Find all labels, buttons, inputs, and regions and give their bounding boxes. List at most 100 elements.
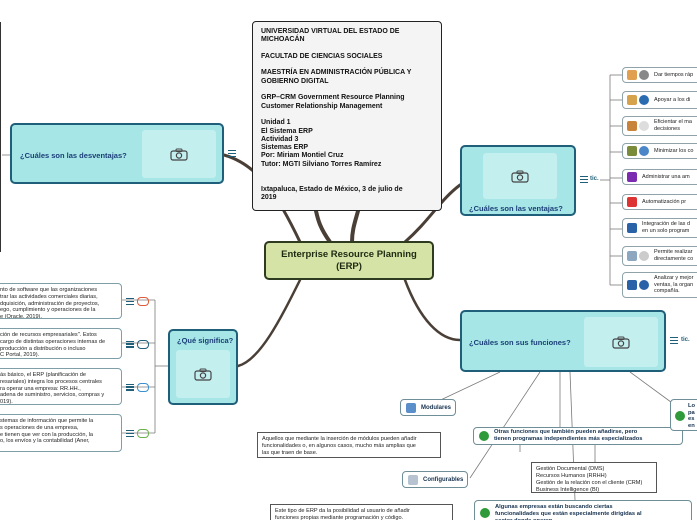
otras-funciones-list[interactable]: Gestión Documental (DMS)Recursos Humanos… [531,462,657,493]
otras-label-line: tienen programas independientes más espe… [494,436,643,442]
configurables-note-line: funciones propias mediante programación … [275,515,404,520]
info-box-line: Unidad 1 [261,119,291,127]
topic-ventajas-label: ¿Cuáles son las ventajas? [469,204,563,213]
item-icon [639,280,649,290]
significa-item-icon [137,382,149,392]
topic-desventajas[interactable]: ¿Cuáles son las desventajas? [10,123,224,184]
info-box-line: MICHOACÁN [261,36,305,44]
otras-list-line: Recursos Humanos (RRHH) [536,473,607,479]
right-cut-line: en [688,422,695,429]
otras-list-line: Gestión de la relación con el cliente (C… [536,480,643,486]
info-box-line [261,111,433,119]
otras-list-line: Gestión Documental (DMS) [536,466,605,472]
image-placeholder[interactable] [176,350,230,398]
central-topic[interactable]: Enterprise Resource Planning (ERP) [264,241,434,280]
image-placeholder[interactable] [483,153,557,199]
ventaja-item-line: directamente co [654,256,694,262]
funciones-menu-icon[interactable] [670,337,678,346]
item-icon [639,95,649,105]
otras-funciones-label: Otras funciones que también pueden añadi… [494,429,643,443]
significa-item-menu-icon[interactable] [126,340,134,350]
configurables-note-line: Este tipo de ERP da la posibilidad al us… [275,508,410,514]
ventajas-menu-icon[interactable] [580,176,588,185]
desventajas-menu-icon[interactable] [228,150,236,159]
significa-item-line: dquisición, administración de proyectos, [0,300,100,307]
ventaja-item-line: Automatización pr [642,198,687,205]
ventaja-item[interactable]: Minimizar los co [622,143,697,159]
significa-item-line: o, los envíos y la contabilidad (Aner, [0,438,90,445]
info-box-line: GRP–CRM Government Resource Planning [261,94,405,102]
topic-significa[interactable]: ¿Qué significa? [168,329,238,405]
topic-ventajas[interactable]: ¿Cuáles son las ventajas? [460,145,576,216]
significa-item-line: e (Oracle, 2019). [0,314,42,319]
significa-item-icon [137,429,149,438]
ventaja-item-line: Permite realizar [654,249,693,256]
item-icon [627,223,637,233]
modulares-note-line: funcionalidades o, en algunos casos, muc… [262,443,416,449]
image-placeholder[interactable] [584,317,658,367]
check-circle-icon [479,431,489,441]
significa-item-line: s operaciones de una empresa, [0,424,79,431]
item-icon [627,197,637,207]
ventaja-item-line: Minimizar los co [654,147,694,154]
ventaja-item[interactable]: Dar tiempos ráp [622,67,697,83]
info-box-line: FACULTAD DE CIENCIAS SOCIALES [261,52,383,60]
configurables-node[interactable]: Configurables [402,471,468,488]
puzzle-icon [406,402,416,413]
significa-item-menu-icon[interactable] [126,298,134,307]
item-icon [627,121,637,131]
item-icon [627,146,637,156]
check-circle-icon [675,411,685,421]
ventaja-item-text: Automatización pr [642,199,686,206]
otras-funciones-node[interactable]: Otras funciones que también pueden añadi… [473,427,683,445]
significa-item-line: nto de software que las organizaciones [0,287,98,293]
significa-item-line: ego, cumplimiento y operaciones de la [0,307,96,314]
info-box-line: Sistemas ERP [261,144,309,152]
modulares-note[interactable]: Aquellos que mediante la inserción de mó… [257,432,441,458]
image-placeholder[interactable] [142,130,216,178]
modulares-note-line: las que traen de base. [262,450,318,456]
left-edge-connector [0,22,1,252]
info-box-line: Actividad 3 [261,135,299,143]
configurables-note[interactable]: Este tipo de ERP da la posibilidad al us… [270,504,453,520]
info-box-line: Customer Relationship Management [261,102,383,110]
camera-icon [194,368,212,381]
ventaja-item-line: decisiones [654,126,680,132]
ventaja-item-line: Integración de las d [642,221,691,228]
topic-significa-label: ¿Qué significa? [177,336,234,345]
ventaja-item[interactable]: Automatización pr [622,194,697,210]
info-box-line: GOBIERNO DIGITAL [261,77,329,85]
item-icon [639,70,649,80]
right-cut-line: pa [688,409,695,416]
significa-item-menu-icon[interactable] [126,430,134,439]
significa-item-line: trar las actividades comerciales diarias… [0,293,98,300]
topic-funciones[interactable]: ¿Cuáles son sus funciones? [460,310,666,372]
ventaja-item[interactable]: Administrar una am [622,169,697,185]
item-icon [627,172,637,182]
algunas-label-line: sector donde operan. [495,518,642,520]
ventaja-item-line: Eficientar el ma [654,119,692,126]
info-box-line: Por: Miriam Montiel Cruz [261,152,344,160]
modulares-node[interactable]: Modulares [400,399,456,416]
item-icon [639,251,649,261]
ventaja-item[interactable]: Apoyar a los di [622,91,697,109]
otras-label-line: Otras funciones que también pueden añadi… [494,429,638,435]
significa-item-menu-icon[interactable] [126,383,134,393]
info-box-line [261,169,433,177]
significa-item-line: resariales) integra los procesos central… [0,378,102,385]
significa-item-line: adena de suministro, servicios, compras … [0,392,105,399]
